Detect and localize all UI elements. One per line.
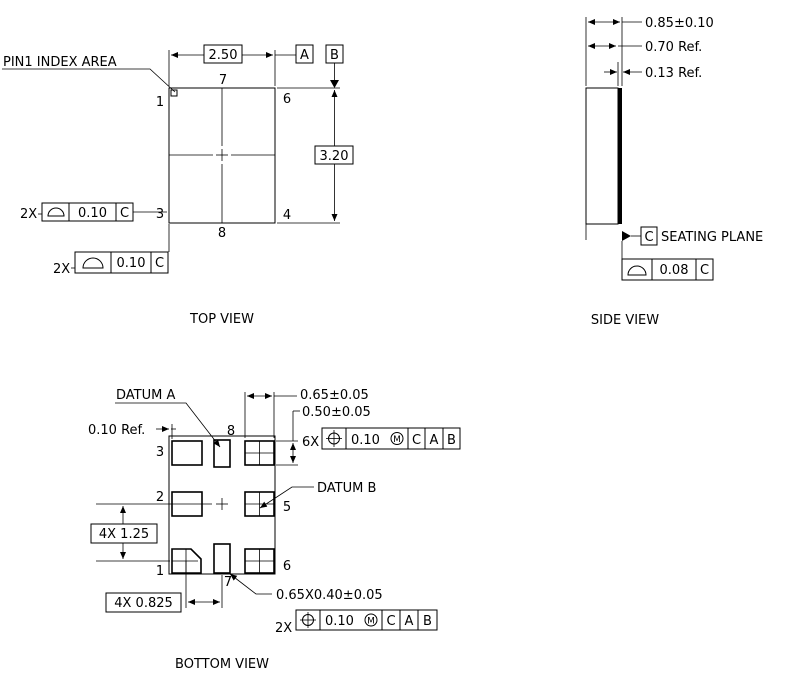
top-pin-4: 4: [283, 208, 291, 223]
datum-a-box: [295, 44, 314, 64]
fcf-pads-datum3: B: [447, 433, 456, 448]
top-pin-1: 1: [156, 95, 164, 110]
fcf-lower-datum: C: [155, 256, 164, 271]
fcf-upper-count: 2X: [20, 207, 37, 222]
datum-c-triangle: [622, 231, 631, 241]
top-pin-7: 7: [219, 73, 227, 88]
profile-surface-icon: [627, 265, 647, 276]
top-view: PIN1 INDEX AREA 2.50 A B 3.20 1 7 6 3 4 …: [2, 44, 354, 327]
mmc-modifier-icon: [364, 613, 378, 627]
fcf-profile-upper: 2X 0.10 C: [20, 202, 167, 222]
dim-pitch-h-box: [105, 592, 182, 613]
bottom-view-package-outline: [168, 435, 276, 575]
datum-b-label: B: [330, 48, 339, 63]
top-view-caption: TOP VIEW: [189, 312, 254, 327]
dim-pitch-horizontal: 4X 0.825: [114, 596, 173, 611]
pin1-leader: [2, 68, 176, 93]
fcf-center-modifier: M: [367, 617, 375, 627]
datum-a-leader: [115, 402, 221, 448]
fcf-position-center: 2X 0.10 M C A B: [275, 609, 438, 636]
pin1-index-label: PIN1 INDEX AREA: [3, 55, 117, 70]
fcf-lower-tolerance: 0.10: [117, 256, 146, 271]
bottom-pin-1: 1: [156, 564, 164, 579]
dim-pitch-vertical: 4X 1.25: [99, 527, 149, 542]
fcf-side-datum: C: [700, 263, 709, 278]
bottom-pin-3: 3: [156, 445, 164, 460]
datum-c-label: C: [644, 230, 653, 245]
profile-surface-icon: [47, 207, 65, 217]
fcf-upper-tolerance: 0.10: [78, 206, 107, 221]
center-pad-leader: [229, 573, 272, 595]
side-dim-lid: 0.13 Ref.: [645, 66, 702, 81]
dim-pitch-v-box: [90, 523, 158, 544]
side-dim-total: 0.85±0.10: [645, 16, 714, 31]
side-view-lid: [618, 88, 622, 224]
datum-a-label: A: [300, 48, 309, 63]
datum-a-bottom-label: DATUM A: [116, 388, 175, 403]
fcf-center-tolerance: 0.10: [325, 614, 354, 629]
datum-b-bottom-label: DATUM B: [317, 481, 376, 496]
fcf-pads-modifier: M: [393, 435, 401, 445]
bottom-pin-2: 2: [156, 490, 164, 505]
fcf-center-datum3: B: [423, 614, 432, 629]
top-pin-8: 8: [218, 226, 226, 241]
bottom-pin-5: 5: [283, 500, 291, 515]
width-dimension-box: [203, 44, 243, 64]
profile-surface-icon: [82, 257, 104, 269]
fcf-profile-lower: 2X 0.10 C: [53, 224, 170, 277]
bottom-view: 3 2 1 8 5 6 7 DATUM A 0.10 Ref. 0.65±0.0…: [88, 388, 461, 672]
bottom-pin-6: 6: [283, 559, 291, 574]
datum-c-box: [640, 226, 658, 246]
pin1-index-marker: [170, 89, 178, 97]
fcf-pads-datum2: A: [430, 433, 439, 448]
datum-b-triangle: [330, 80, 339, 88]
fcf-pads-datum1: C: [412, 433, 421, 448]
mmc-modifier-icon: [390, 432, 404, 445]
pad-3: [171, 440, 203, 466]
dim-center-pad: 0.65X0.40±0.05: [276, 588, 383, 603]
fcf-lower-count: 2X: [53, 262, 70, 277]
bottom-ref-label: 0.10 Ref.: [88, 423, 145, 438]
top-pin-3: 3: [156, 207, 164, 222]
side-view: 0.85±0.10 0.70 Ref. 0.13 Ref. C SEATING …: [585, 16, 763, 328]
fcf-center-count: 2X: [275, 621, 292, 636]
side-view-caption: SIDE VIEW: [591, 313, 659, 328]
top-pin-6: 6: [283, 92, 291, 107]
height-dimension-box: [314, 145, 354, 165]
bottom-pin-7: 7: [224, 575, 232, 590]
fcf-center-datum1: C: [386, 614, 395, 629]
bottom-view-caption: BOTTOM VIEW: [175, 657, 269, 672]
fcf-side: 0.08 C: [621, 241, 714, 281]
fcf-upper-datum: C: [120, 206, 129, 221]
fcf-center-datum2: A: [405, 614, 414, 629]
pad-7: [213, 543, 231, 574]
fcf-pads-tolerance: 0.10: [351, 433, 380, 448]
bottom-pin-8: 8: [227, 424, 235, 439]
fcf-position-pads: 6X 0.10 M C A B: [302, 427, 461, 450]
side-view-body: [585, 87, 619, 225]
seating-plane-label: SEATING PLANE: [661, 230, 763, 245]
dim-pad-height: 0.50±0.05: [302, 405, 371, 420]
side-dim-body: 0.70 Ref.: [645, 40, 702, 55]
datum-b-leader: [259, 486, 314, 509]
fcf-side-tolerance: 0.08: [660, 263, 689, 278]
dim-pad-width: 0.65±0.05: [300, 388, 369, 403]
width-dimension: 2.50: [209, 48, 238, 63]
fcf-pads-count: 6X: [302, 435, 319, 450]
height-dimension: 3.20: [320, 149, 349, 164]
pad-8: [213, 439, 231, 468]
